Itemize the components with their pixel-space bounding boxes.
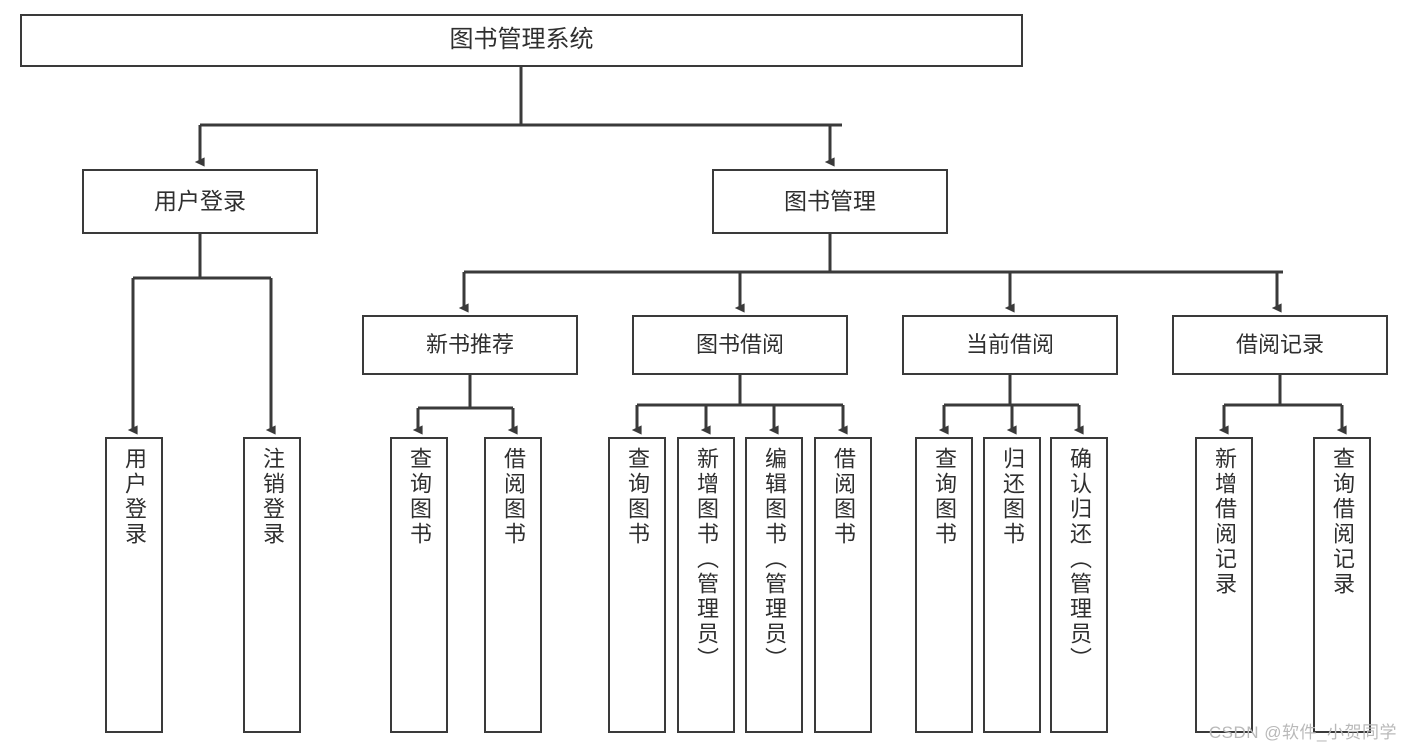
node-label: 新增图书（管理员） — [694, 447, 719, 672]
node-leaf-query-book-3[interactable]: 查询图书 — [915, 437, 973, 733]
node-borrow-record[interactable]: 借阅记录 — [1172, 315, 1388, 375]
node-leaf-query-book-1[interactable]: 查询图书 — [390, 437, 448, 733]
node-leaf-edit-book[interactable]: 编辑图书（管理员） — [745, 437, 803, 733]
node-book-manage[interactable]: 图书管理 — [712, 169, 948, 234]
node-label: 借阅记录 — [1235, 332, 1324, 358]
node-leaf-return-book[interactable]: 归还图书 — [983, 437, 1041, 733]
node-label: 图书管理 — [784, 187, 876, 214]
node-label: 借阅图书 — [831, 447, 856, 547]
node-leaf-borrow-book-2[interactable]: 借阅图书 — [814, 437, 872, 733]
node-label: 注销登录 — [260, 447, 285, 547]
node-label: 用户登录 — [122, 447, 147, 547]
node-label: 图书借阅 — [695, 332, 784, 358]
node-book-borrow[interactable]: 图书借阅 — [632, 315, 848, 375]
node-label: 借阅图书 — [501, 447, 526, 547]
node-label: 查询图书 — [625, 447, 650, 547]
node-root-book-management-system[interactable]: 图书管理系统 — [20, 14, 1023, 67]
node-new-book-recommend[interactable]: 新书推荐 — [362, 315, 578, 375]
node-leaf-query-book-2[interactable]: 查询图书 — [608, 437, 666, 733]
node-leaf-logout-login[interactable]: 注销登录 — [243, 437, 301, 733]
csdn-watermark: CSDN @软件_小贺同学 — [1208, 723, 1397, 742]
node-leaf-add-book[interactable]: 新增图书（管理员） — [677, 437, 735, 733]
node-leaf-user-login[interactable]: 用户登录 — [105, 437, 163, 733]
node-label: 确认归还（管理员） — [1067, 447, 1092, 672]
node-label: 查询借阅记录 — [1330, 447, 1355, 597]
node-label: 查询图书 — [407, 447, 432, 547]
node-label: 新书推荐 — [425, 332, 514, 358]
node-label: 新增借阅记录 — [1212, 447, 1237, 597]
node-leaf-borrow-book-1[interactable]: 借阅图书 — [484, 437, 542, 733]
node-label: 编辑图书（管理员） — [762, 447, 787, 672]
node-label: 用户登录 — [154, 187, 246, 214]
node-user-login[interactable]: 用户登录 — [82, 169, 318, 234]
node-label: 当前借阅 — [965, 332, 1054, 358]
node-leaf-confirm-return[interactable]: 确认归还（管理员） — [1050, 437, 1108, 733]
node-label: 图书管理系统 — [449, 26, 594, 54]
node-label: 查询图书 — [932, 447, 957, 547]
node-leaf-add-borrow-record[interactable]: 新增借阅记录 — [1195, 437, 1253, 733]
node-label: 归还图书 — [1000, 447, 1025, 547]
node-leaf-query-borrow-record[interactable]: 查询借阅记录 — [1313, 437, 1371, 733]
node-current-borrow[interactable]: 当前借阅 — [902, 315, 1118, 375]
